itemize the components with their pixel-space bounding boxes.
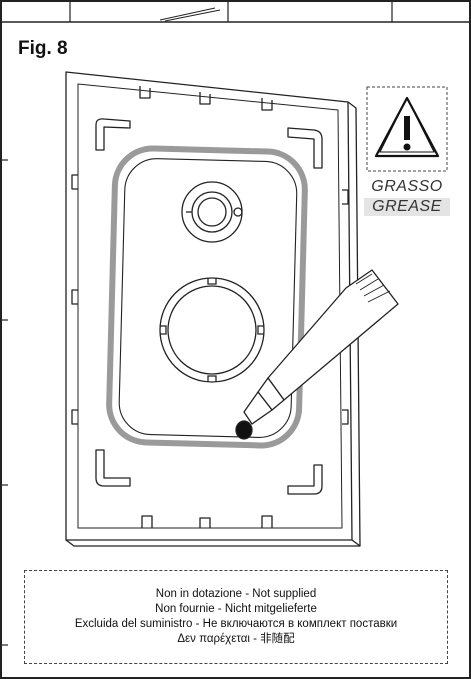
note-line-3: Excluida del suministro - Не включаются … bbox=[74, 618, 398, 630]
gasket-outline bbox=[106, 145, 308, 449]
figure-title: Fig. 8 bbox=[18, 38, 68, 59]
note-line-4: Δεν παρέχεται - 非随配 bbox=[177, 633, 295, 645]
grease-tube-icon bbox=[235, 269, 399, 440]
grease-label-english: GREASE bbox=[364, 198, 450, 216]
not-supplied-note-box bbox=[24, 570, 448, 664]
note-line-1: Non in dotazione - Not supplied bbox=[155, 588, 317, 600]
small-opening bbox=[181, 181, 243, 243]
large-opening bbox=[159, 277, 265, 383]
not-supplied-note: Non in dotazione - Not supplied Non four… bbox=[24, 587, 448, 647]
warning-triangle-icon bbox=[366, 86, 448, 172]
note-line-2: Non fournie - Nicht mitgelieferte bbox=[155, 603, 317, 615]
grease-label-italian: GRASSO bbox=[371, 178, 443, 195]
